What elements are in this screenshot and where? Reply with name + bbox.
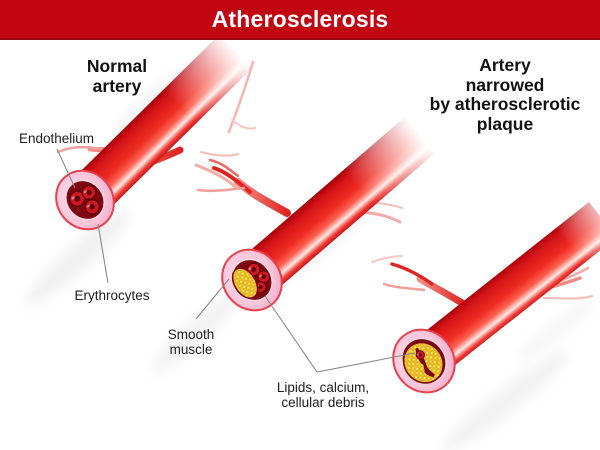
endothelium-leader-line xyxy=(56,148,76,189)
narrowed-artery-cross-section xyxy=(392,328,456,394)
label-lipids-calcium-debris: Lipids, calcium, cellular debris xyxy=(276,380,370,410)
diagram-title: Atherosclerosis xyxy=(211,5,389,32)
erythrocytes-leader-line xyxy=(97,223,109,284)
label-smooth-muscle: Smooth muscle xyxy=(167,327,215,357)
artery-branches xyxy=(196,60,403,263)
artery-tube xyxy=(241,115,437,294)
smooth-muscle-leader-line xyxy=(195,278,230,320)
label-endothelium: Endothelium xyxy=(19,131,95,146)
artery-tube xyxy=(414,200,600,375)
narrowed-artery-illustration xyxy=(382,200,600,394)
lipids-leader-line xyxy=(264,295,416,373)
plaque-deposit xyxy=(231,267,259,299)
artery-tube xyxy=(72,32,254,213)
title-banner: Atherosclerosis xyxy=(0,0,600,40)
heading-narrowed-artery: Artery narrowed by atherosclerotic plaqu… xyxy=(429,55,581,134)
plaque-artery-illustration xyxy=(196,60,437,312)
label-erythrocytes: Erythrocytes xyxy=(74,288,150,303)
heading-normal-artery: Normal artery xyxy=(86,56,148,96)
normal-artery-cross-section xyxy=(55,169,115,231)
normal-artery-illustration xyxy=(55,32,254,231)
callout-leader-lines xyxy=(56,148,416,373)
